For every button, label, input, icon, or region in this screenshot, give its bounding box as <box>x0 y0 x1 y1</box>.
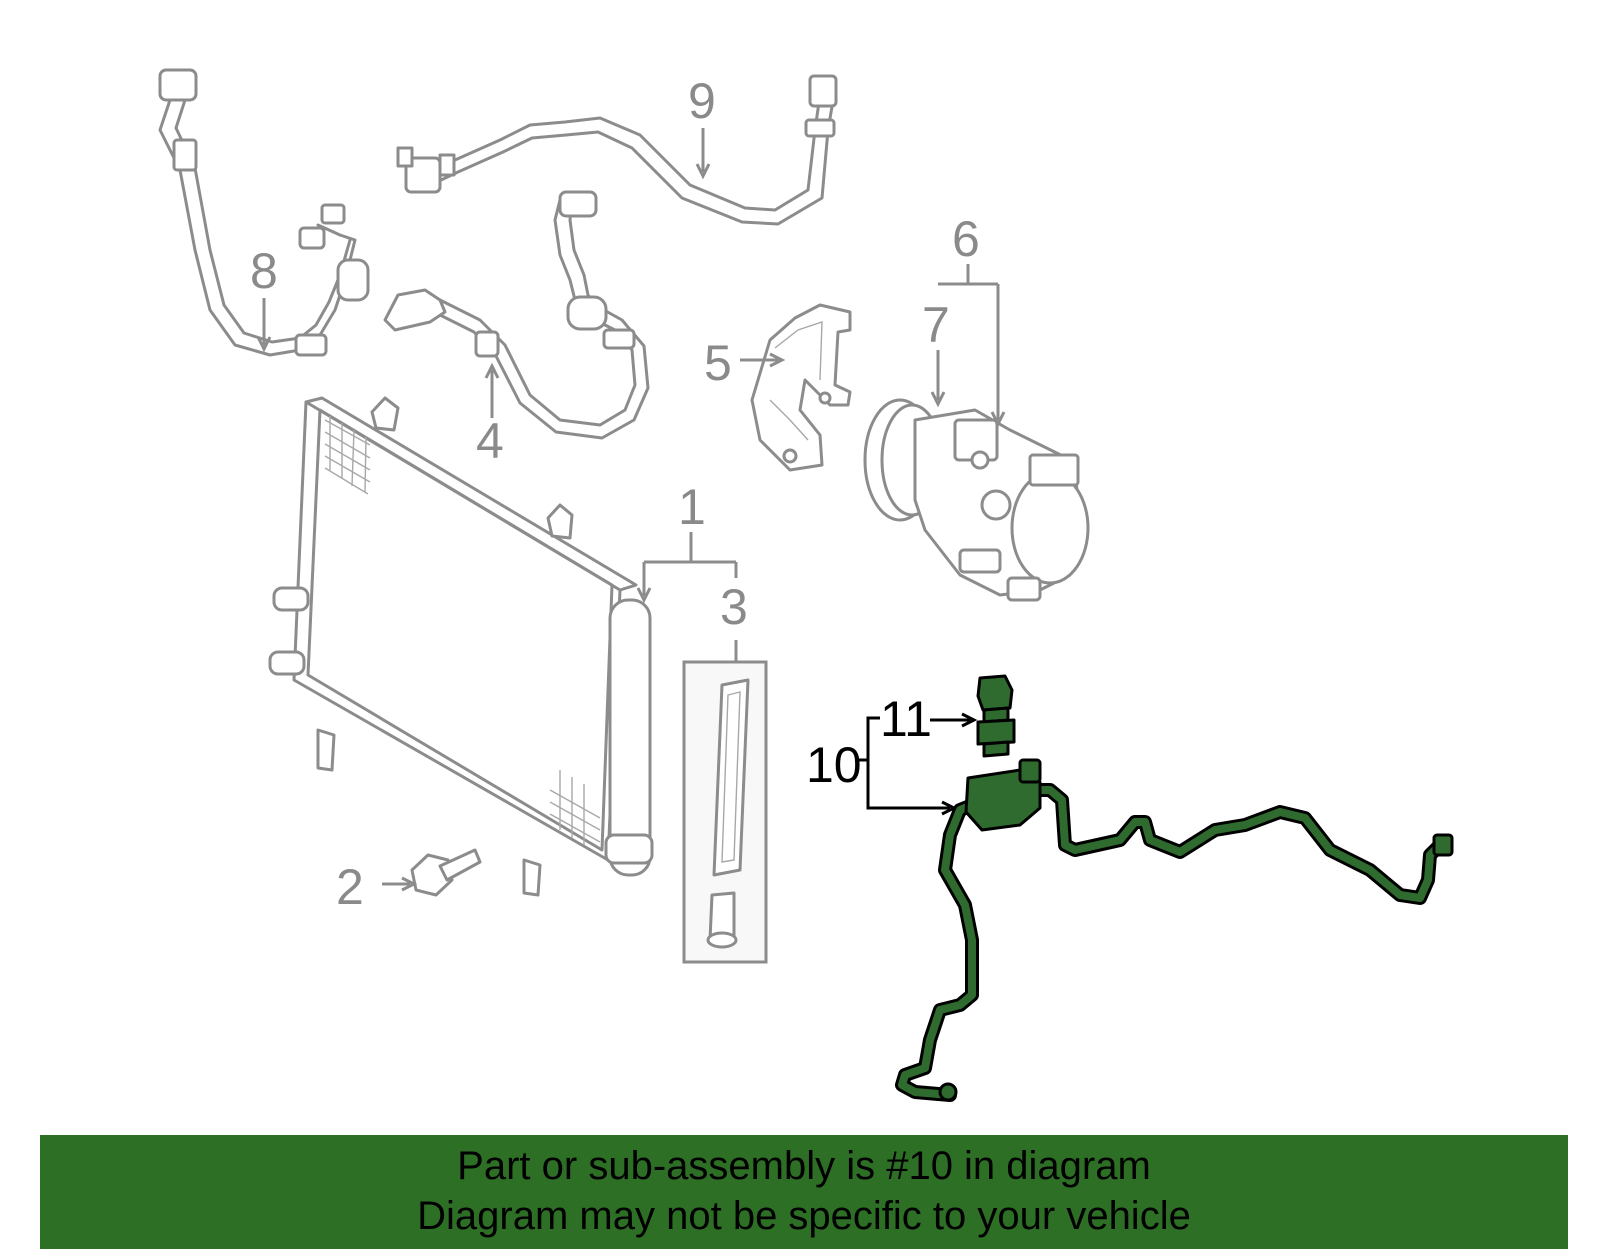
part-3-filter-kit <box>682 660 768 964</box>
leader-lines-highlight <box>855 712 978 816</box>
part-4-hose <box>383 190 650 440</box>
part-9-hose <box>396 74 838 226</box>
part-5-bracket <box>750 303 852 472</box>
part-2-bolt <box>410 848 482 897</box>
part-1-condenser <box>268 396 654 897</box>
callout-7: 7 <box>922 297 950 353</box>
part-6-compressor <box>863 398 1090 602</box>
part-10-tube-assembly <box>895 758 1454 1102</box>
callout-9: 9 <box>688 73 716 129</box>
leader-lines <box>256 128 1006 892</box>
callout-4: 4 <box>476 413 504 469</box>
callout-6: 6 <box>952 211 980 267</box>
callout-10: 10 <box>806 737 862 793</box>
banner-line-part-number: Part or sub-assembly is #10 in diagram <box>457 1144 1151 1188</box>
callout-2: 2 <box>336 859 364 915</box>
callout-11: 11 <box>880 691 932 747</box>
info-banner: Part or sub-assembly is #10 in diagram D… <box>40 1135 1568 1249</box>
callout-8: 8 <box>250 243 278 299</box>
callout-5: 5 <box>704 335 732 391</box>
part-11-pressure-switch <box>976 674 1016 758</box>
callout-3: 3 <box>720 579 748 635</box>
banner-line-disclaimer: Diagram may not be specific to your vehi… <box>417 1194 1191 1238</box>
callout-1: 1 <box>678 479 706 535</box>
